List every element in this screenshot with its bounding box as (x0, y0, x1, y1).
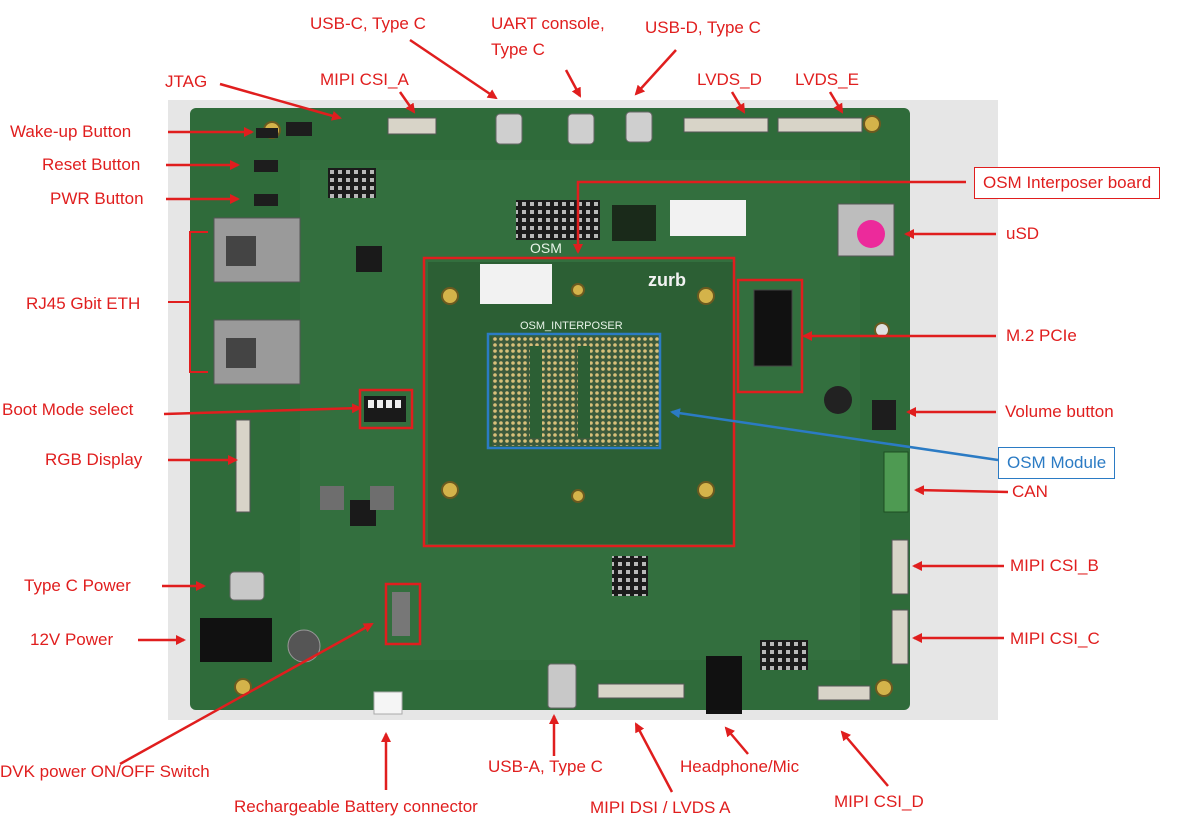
mipi-csi-d-connector (817, 685, 871, 701)
header-block-1 (328, 168, 376, 198)
mipi-csi-b-connector (891, 539, 909, 595)
label-pwr-button: PWR Button (50, 189, 144, 208)
label-wake-up-button: Wake-up Button (10, 122, 132, 141)
dc-jack-12v (200, 618, 272, 662)
m2-slot (753, 289, 793, 367)
label-mipi-csi-c: MIPI CSI_C (1010, 629, 1100, 648)
label-osm-module: OSM Module (998, 447, 1116, 479)
mipi-dsi-connector (597, 683, 685, 699)
label-usb-c: USB-C, Type C (310, 14, 426, 33)
label-usd: uSD (1006, 224, 1040, 243)
label-rgb-display: RGB Display (45, 450, 143, 469)
inductor-a (320, 486, 344, 510)
label-mipi-dsi: MIPI DSI / LVDS A (590, 798, 731, 817)
osm-silkscreen: OSM (530, 240, 562, 256)
chip-a (356, 246, 382, 272)
pwr-button (254, 194, 278, 206)
headphone-jack (706, 656, 742, 714)
reset-button (254, 160, 278, 172)
label-headphone: Headphone/Mic (680, 757, 800, 776)
annotation-arrows (119, 38, 1009, 793)
label-lvds-e: LVDS_E (795, 70, 859, 89)
usb-a-port (547, 663, 577, 709)
label-m2-pcie: M.2 PCIe (1006, 326, 1077, 345)
battery-connector (373, 691, 403, 715)
mipi-csi-a-connector (387, 117, 437, 135)
rgb-display-connector (235, 419, 251, 513)
can-terminal (883, 451, 909, 513)
volume-buttons (872, 400, 896, 430)
label-jtag: JTAG (165, 72, 208, 91)
zurb-logo: zurb (648, 270, 686, 290)
inductor-b (370, 486, 394, 510)
lvds-d-connector (683, 117, 769, 133)
osm-module-highlight-box (486, 332, 662, 450)
label-mipi-csi-a: MIPI CSI_A (320, 70, 409, 89)
capacitor (287, 629, 321, 663)
interposer-holes (441, 283, 715, 503)
label-uart-1: UART console, (491, 14, 605, 33)
label-can: CAN (1012, 482, 1048, 501)
uart-port (567, 113, 595, 145)
label-reset-button: Reset Button (42, 155, 141, 174)
label-osm-interposer-board: OSM Interposer board (974, 167, 1161, 199)
jtag-header (286, 122, 312, 136)
header-block-4 (612, 556, 648, 596)
label-12v-power: 12V Power (30, 630, 114, 649)
label-rj45: RJ45 Gbit ETH (26, 294, 141, 313)
label-mipi-csi-b: MIPI CSI_B (1010, 556, 1099, 575)
dvk-switch (392, 592, 410, 636)
label-rechargeable-battery: Rechargeable Battery connector (234, 797, 478, 816)
type-c-power-port (229, 571, 265, 601)
osm-bga-area (492, 336, 660, 446)
mipi-csi-c-connector (891, 609, 909, 665)
boot-mode-switch (364, 396, 406, 422)
interposer-silkscreen: OSM_INTERPOSER (520, 320, 623, 332)
dvk-highlight-box (384, 582, 422, 646)
label-mipi-csi-d: MIPI CSI_D (834, 792, 924, 811)
label-usb-a: USB-A, Type C (488, 757, 603, 776)
label-lvds-d: LVDS_D (697, 70, 762, 89)
label-boot-mode: Boot Mode select (2, 400, 134, 419)
label-dvk-switch: DVK power ON/OFF Switch (0, 762, 210, 781)
interposer-label-sticker (480, 264, 552, 304)
label-type-c-power: Type C Power (24, 576, 131, 595)
label-volume-button: Volume button (1005, 402, 1114, 421)
usd-marker (857, 220, 885, 248)
buzzer (824, 386, 852, 414)
header-block-2 (516, 200, 600, 240)
usb-c-port (495, 113, 523, 145)
mounting-holes (234, 115, 893, 697)
qr-label (670, 200, 746, 236)
header-block-3 (760, 640, 808, 670)
wake-up-button (256, 128, 278, 138)
usb-d-port (625, 111, 653, 143)
soc-chip (612, 205, 656, 241)
label-usb-d: USB-D, Type C (645, 18, 761, 37)
lvds-e-connector (777, 117, 863, 133)
label-uart-2: Type C (491, 40, 545, 59)
interposer-highlight-box (422, 256, 736, 548)
osm-module-arrow (670, 408, 999, 462)
